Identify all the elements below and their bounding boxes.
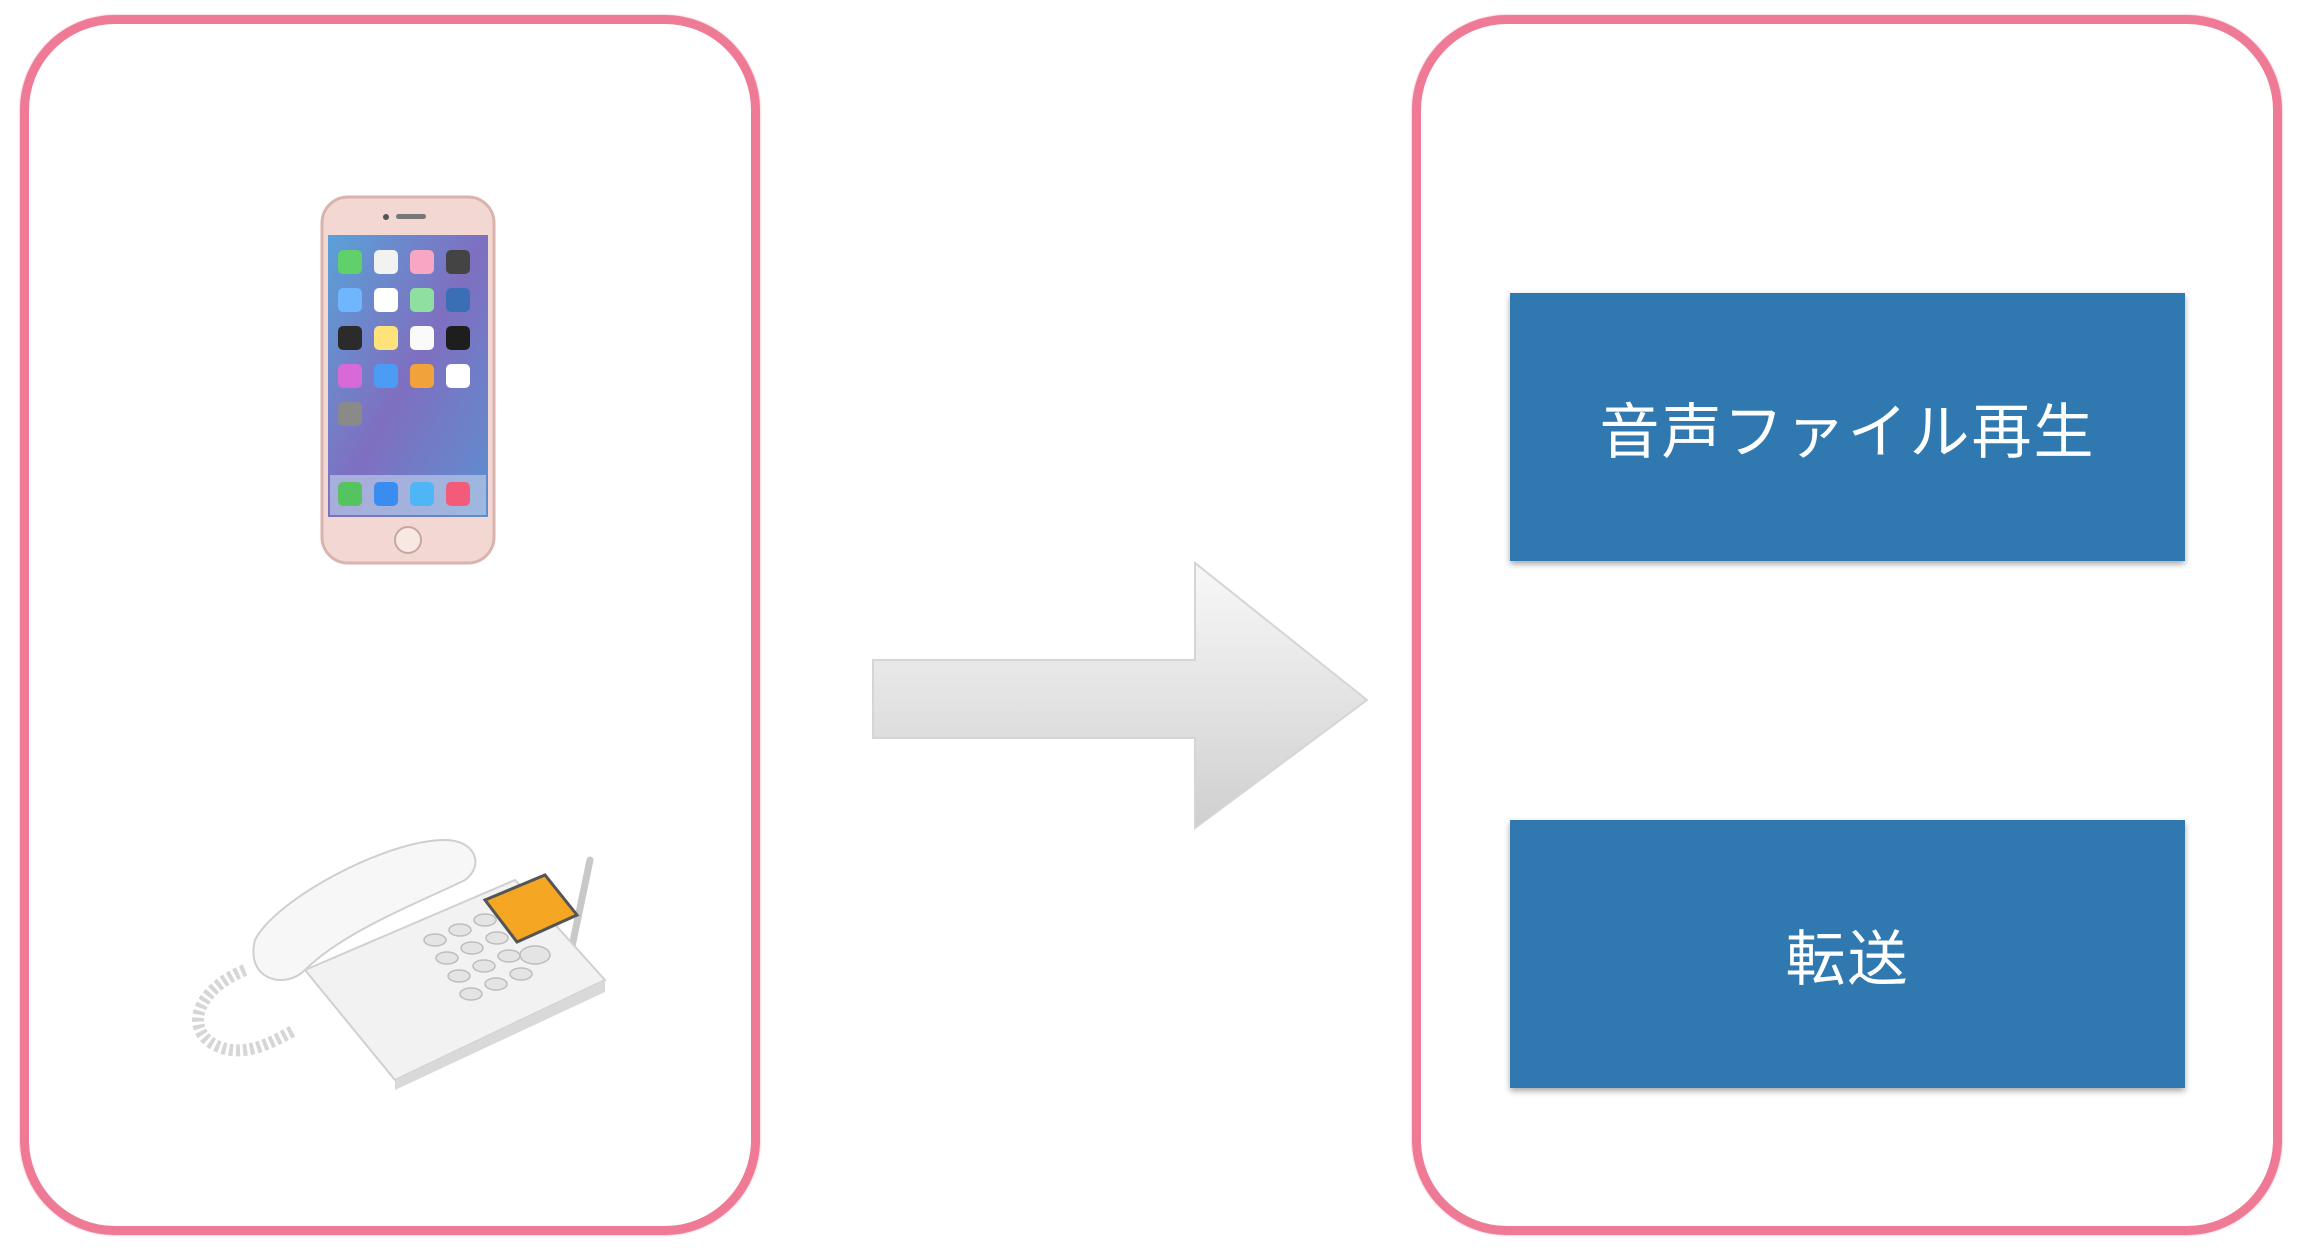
right-arrow-icon bbox=[872, 560, 1369, 830]
transfer-box: 転送 bbox=[1510, 820, 2185, 1088]
transfer-label: 転送 bbox=[1785, 924, 1910, 995]
smartphone-icon bbox=[320, 195, 496, 565]
play-audio-file-box: 音声ファイル再生 bbox=[1510, 293, 2185, 561]
play-audio-file-label: 音声ファイル再生 bbox=[1599, 397, 2096, 468]
desk-telephone-icon bbox=[192, 838, 607, 1090]
